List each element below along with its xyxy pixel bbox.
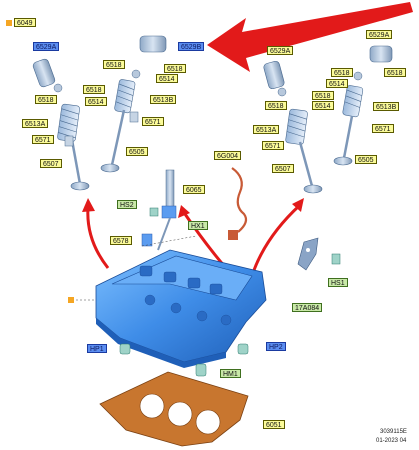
injector-parts (141, 167, 341, 271)
label-HP2: HP2 (266, 342, 286, 351)
label-6518: 6518 (164, 64, 186, 73)
label-6507: 6507 (40, 159, 62, 168)
head-gasket (99, 371, 249, 447)
label-17A084: 17A084 (292, 303, 323, 312)
fasteners (119, 343, 249, 377)
label-6514: 6514 (85, 97, 107, 106)
cylinder-head (95, 249, 267, 368)
right-valve-assembly (263, 45, 393, 194)
label-HX1: HX1 (188, 221, 208, 230)
label-6518: 6518 (103, 60, 125, 69)
label-6514: 6514 (156, 74, 178, 83)
label-6513A: 6513A (253, 125, 280, 134)
label-6529A-left: 6529A (33, 42, 60, 51)
label-6529B-left: 6529B (178, 42, 205, 51)
marker-square-icon (68, 297, 74, 303)
figure-code: 3039115E (380, 429, 407, 435)
label-6518: 6518 (312, 91, 334, 100)
label-6505: 6505 (355, 155, 377, 164)
label-6514: 6514 (326, 79, 348, 88)
label-6571: 6571 (262, 141, 284, 150)
label-6065: 6065 (183, 185, 205, 194)
label-6518: 6518 (265, 101, 287, 110)
label-6578: 6578 (110, 236, 132, 245)
label-6518: 6518 (83, 85, 105, 94)
label-6571: 6571 (372, 124, 394, 133)
figure-date: 01-2023 04 (376, 438, 407, 444)
left-valve-assembly (32, 35, 167, 191)
label-6513B: 6513B (373, 102, 400, 111)
label-6571: 6571 (142, 117, 164, 126)
label-6G004: 6G004 (214, 151, 242, 160)
label-6518: 6518 (384, 68, 406, 77)
label-6507: 6507 (272, 164, 294, 173)
label-6514: 6514 (312, 101, 334, 110)
label-6505: 6505 (126, 147, 148, 156)
label-6571: 6571 (32, 135, 54, 144)
label-6518: 6518 (331, 68, 353, 77)
label-6513B: 6513B (150, 95, 177, 104)
label-HS1: HS1 (328, 278, 348, 287)
label-HM1: HM1 (220, 369, 241, 378)
label-6513A: 6513A (22, 119, 49, 128)
label-HS2: HS2 (117, 200, 137, 209)
label-6518: 6518 (35, 95, 57, 104)
legend-marker-icon (6, 20, 12, 26)
label-6051: 6051 (263, 420, 285, 429)
label-HP1: HP1 (87, 344, 107, 353)
label-6529A-right: 6529A (267, 46, 294, 55)
highlight-arrow (207, 2, 413, 72)
label-6529A-right: 6529A (366, 30, 393, 39)
label-6049: 6049 (14, 18, 36, 27)
